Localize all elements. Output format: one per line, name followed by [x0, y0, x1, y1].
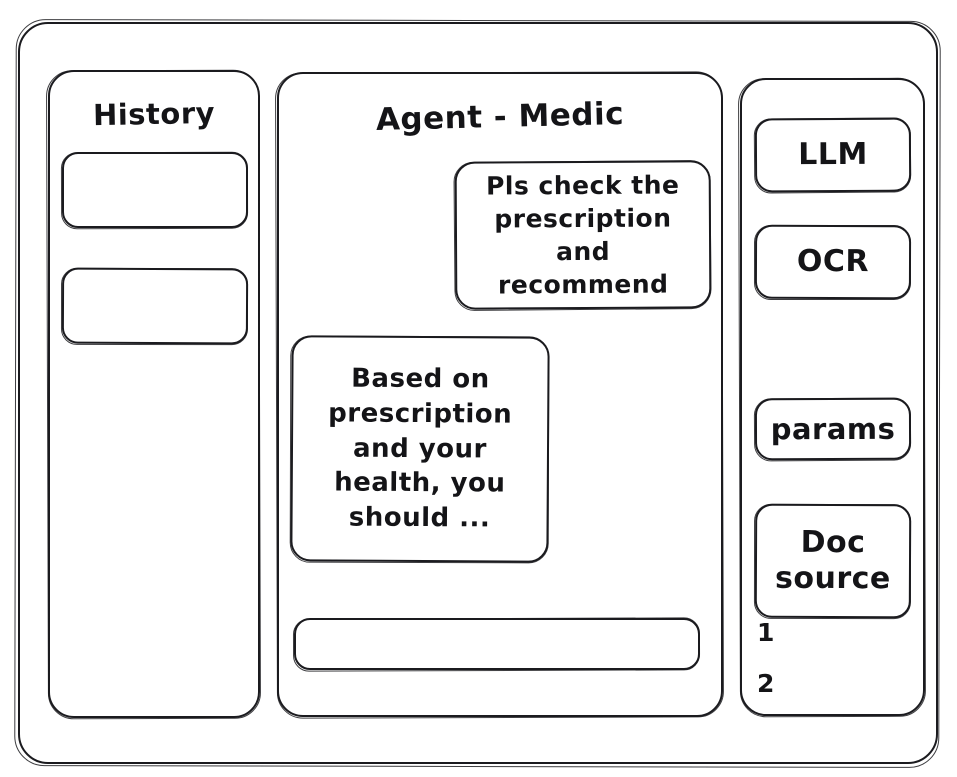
assistant-message-text: Based on prescription and your health, y…	[328, 363, 513, 534]
tool-button-doc-source[interactable]: Doc source	[754, 503, 912, 619]
history-list-item[interactable]	[62, 152, 248, 228]
tools-panel	[740, 78, 925, 716]
user-message-text: Pls check the prescription and recommend	[485, 170, 680, 300]
history-panel-title: History	[92, 95, 216, 133]
doc-source-ref-item[interactable]: 2	[757, 669, 775, 698]
tool-button-ocr[interactable]: OCR	[754, 224, 912, 300]
message-composer-input[interactable]	[294, 618, 700, 670]
history-panel	[48, 70, 260, 718]
tool-button-doc-source-label: Doc source	[774, 524, 891, 597]
app-window-frame	[18, 22, 938, 764]
assistant-message-bubble: Based on prescription and your health, y…	[290, 335, 550, 563]
tool-button-params[interactable]: params	[754, 397, 912, 461]
tool-button-params-label: params	[770, 411, 896, 446]
tool-button-llm[interactable]: LLM	[754, 117, 912, 193]
history-list-item[interactable]	[61, 267, 249, 345]
tool-button-llm-label: LLM	[798, 136, 868, 173]
user-message-bubble: Pls check the prescription and recommend	[454, 160, 712, 310]
tool-button-ocr-label: OCR	[796, 243, 870, 280]
agent-chat-panel	[277, 72, 723, 717]
doc-source-ref-item[interactable]: 1	[757, 618, 775, 647]
